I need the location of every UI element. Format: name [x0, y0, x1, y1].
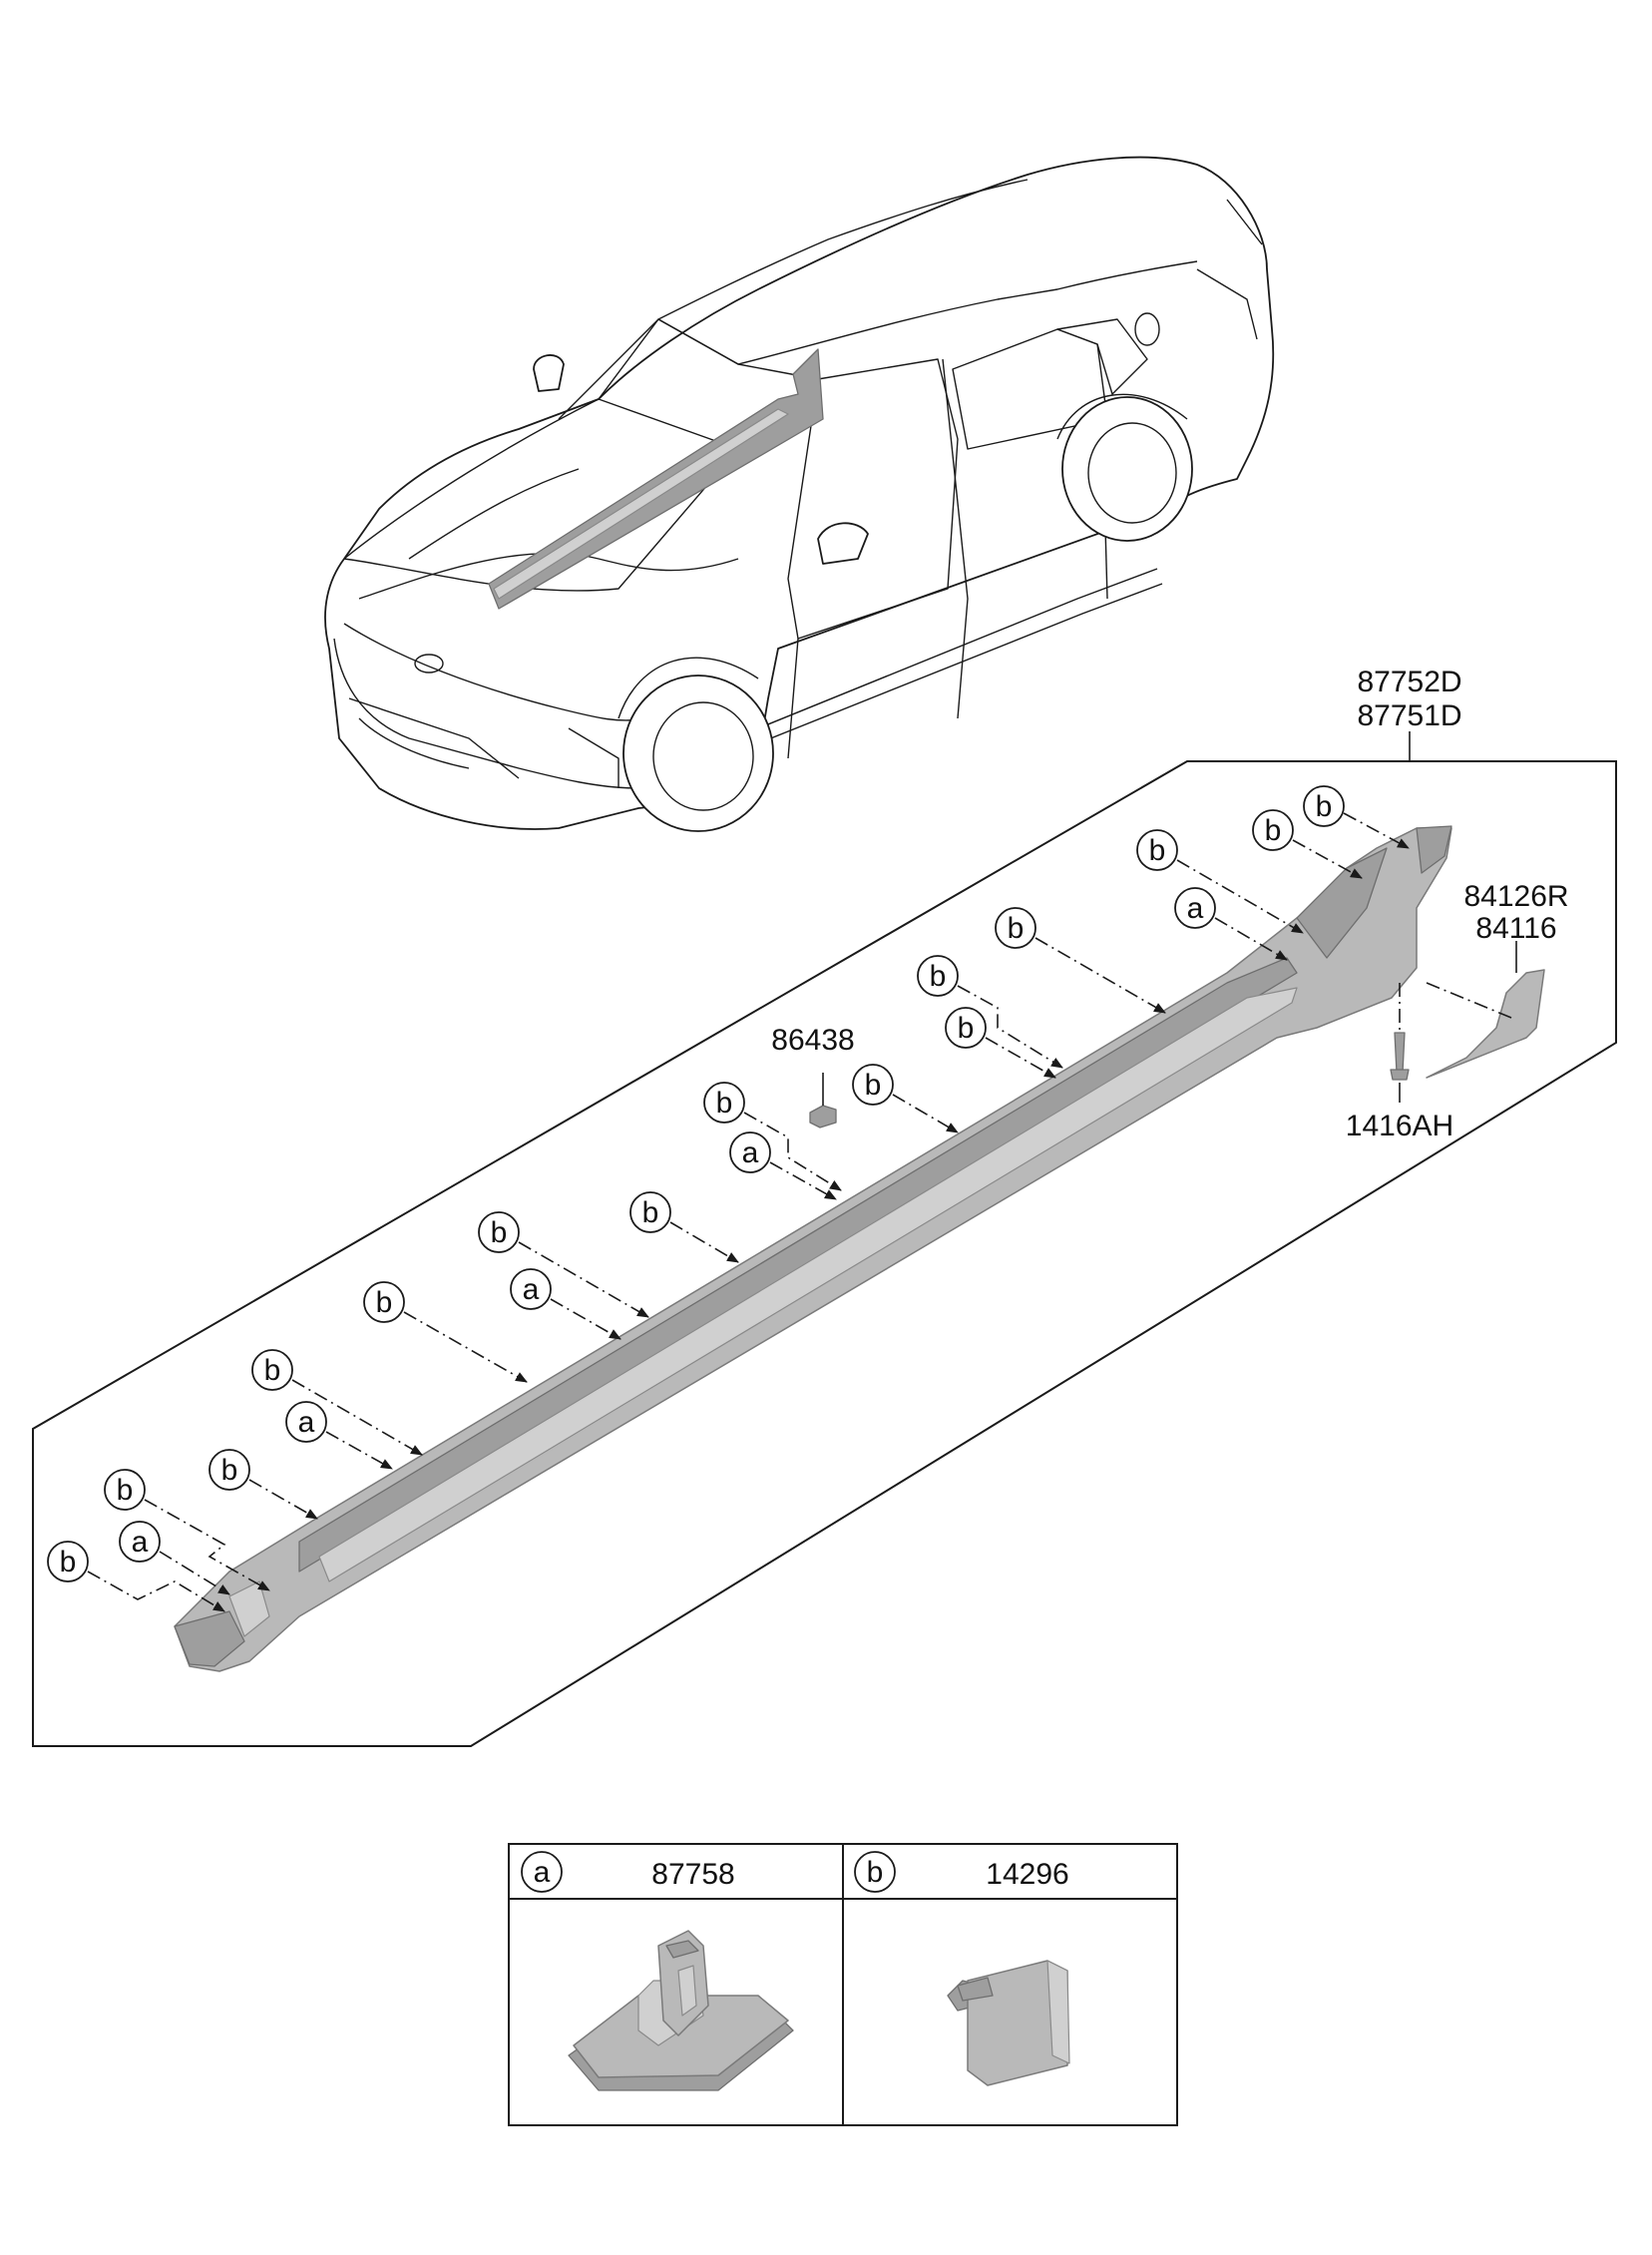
legend-part-14296: 14296 — [986, 1858, 1068, 1891]
legend-cell-a: a 87758 — [521, 1851, 794, 2091]
svg-text:b: b — [930, 960, 947, 993]
svg-text:a: a — [298, 1406, 315, 1439]
part-number-84126r: 84126R — [1463, 880, 1568, 913]
part-number-84116: 84116 — [1475, 912, 1556, 945]
callout-letter: b — [1316, 790, 1333, 823]
callout-b-10: b — [478, 1211, 649, 1318]
legend-cell-b: b 14296 — [854, 1851, 1070, 2086]
legend-table: a 87758 b 14296 — [508, 1843, 1178, 2126]
callout-a-03: a — [510, 1268, 621, 1340]
callout-b-06: b — [945, 1007, 1056, 1079]
part-number-87752d: 87752D — [1357, 666, 1461, 698]
svg-text:b: b — [642, 1196, 659, 1229]
legend-part-87758: 87758 — [651, 1858, 734, 1891]
part-number-87751d: 87751D — [1357, 699, 1461, 732]
callout-a-02: a — [729, 1131, 837, 1200]
callout-a-04: a — [285, 1401, 393, 1470]
clip-87758-illustration — [568, 1930, 794, 2091]
svg-text:b: b — [376, 1286, 393, 1319]
svg-text:b: b — [1149, 834, 1166, 867]
callout-b-02: b — [1252, 809, 1363, 879]
callout-b-11: b — [363, 1281, 528, 1383]
callout-b-12: b — [251, 1349, 423, 1456]
protector-part — [1426, 969, 1545, 1079]
svg-text:b: b — [117, 1474, 134, 1507]
callout-b-09: b — [629, 1191, 739, 1263]
callout-b-13: b — [208, 1449, 318, 1520]
callout-b-01: b — [1303, 785, 1410, 849]
svg-text:b: b — [716, 1087, 733, 1120]
screw-part — [1390, 1032, 1410, 1081]
callout-b-15: b — [47, 1541, 225, 1612]
part-number-1416ah: 1416AH — [1346, 1110, 1453, 1142]
svg-text:a: a — [742, 1136, 759, 1169]
svg-text:a: a — [132, 1526, 149, 1559]
protector-dash-line — [1426, 982, 1512, 1019]
assembly-frame — [32, 760, 1617, 1747]
svg-text:b: b — [865, 1069, 882, 1102]
part-number-86438: 86438 — [771, 1024, 854, 1057]
svg-text:b: b — [1265, 814, 1282, 847]
callout-b-14: b — [104, 1469, 270, 1591]
callout-a-05: a — [119, 1521, 230, 1595]
legend-letter-b: b — [867, 1856, 884, 1889]
svg-text:b: b — [491, 1216, 508, 1249]
svg-text:b: b — [60, 1546, 77, 1578]
callout-b-08: b — [703, 1082, 842, 1191]
side-sill-part — [174, 825, 1452, 1672]
svg-text:a: a — [523, 1273, 540, 1306]
car-illustration — [324, 156, 1275, 832]
clip-86438-part — [809, 1105, 837, 1128]
callout-a-01: a — [1174, 887, 1288, 961]
legend-letter-a: a — [534, 1856, 551, 1889]
svg-text:b: b — [221, 1454, 238, 1487]
clip-14296-illustration — [947, 1960, 1070, 2086]
svg-text:b: b — [264, 1354, 281, 1387]
svg-text:b: b — [1008, 912, 1025, 945]
svg-text:b: b — [958, 1012, 975, 1045]
callout-b-03: b — [1136, 829, 1304, 934]
callout-b-07: b — [852, 1064, 959, 1133]
callout-b-05: b — [917, 955, 1063, 1069]
svg-text:a: a — [1187, 892, 1204, 925]
callout-b-04: b — [995, 907, 1166, 1014]
